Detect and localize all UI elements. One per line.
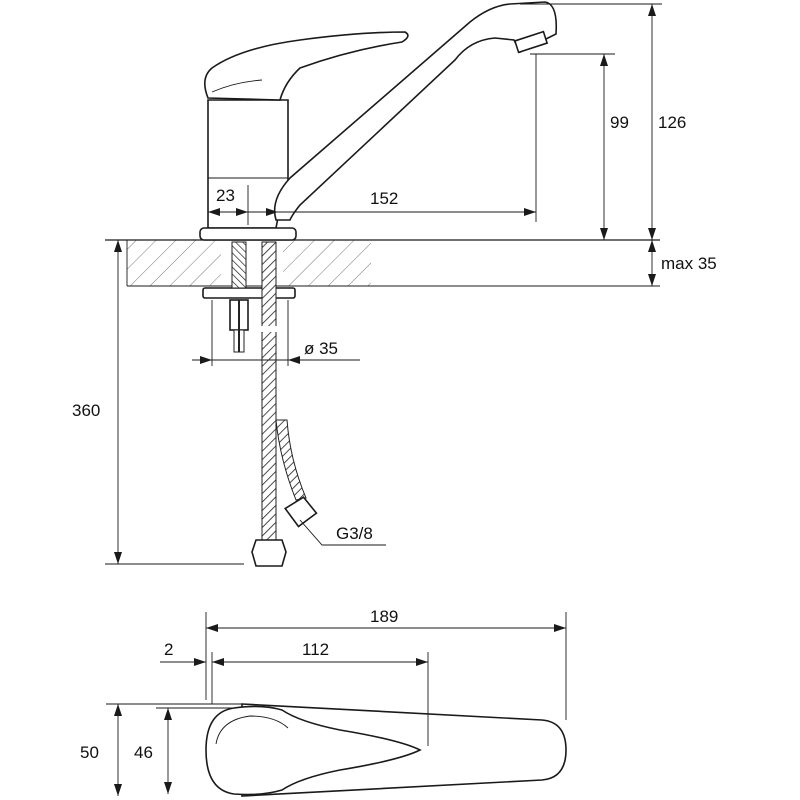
dim-hose-length-label: 360 — [72, 401, 100, 420]
dim-counter-thickness: max 35 — [648, 240, 717, 286]
dim-offset: 2 — [160, 640, 224, 704]
dim-body-width-label: 23 — [216, 186, 235, 205]
dim-hole-diameter: ø 35 — [192, 300, 360, 366]
dim-offset-label: 2 — [164, 640, 173, 659]
dim-total-length-label: 189 — [370, 607, 398, 626]
dim-total-height-label: 126 — [658, 113, 686, 132]
dim-outer-width: 50 — [80, 703, 242, 796]
dim-handle-length-label: 112 — [302, 640, 329, 659]
dim-spout-reach-label: 152 — [370, 189, 398, 208]
dim-hole-diameter-label: ø 35 — [304, 339, 338, 358]
dim-spout-height: 99 — [530, 53, 629, 240]
side-view: 99 126 23 152 — [72, 1, 717, 567]
hoses — [251, 241, 318, 567]
dim-body-width: 23 — [208, 185, 278, 225]
dim-total-height: 126 — [520, 3, 686, 240]
spout — [273, 1, 558, 221]
dim-total-length: 189 — [205, 607, 567, 720]
dim-counter-thickness-label: max 35 — [661, 254, 717, 273]
top-view-outline — [205, 703, 567, 797]
dim-inner-width-label: 46 — [134, 743, 153, 762]
dim-outer-width-label: 50 — [80, 743, 99, 762]
dim-thread: G3/8 — [299, 519, 386, 546]
top-view: 189 2 112 50 — [80, 607, 567, 797]
dim-spout-reach: 152 — [278, 189, 536, 216]
dim-handle-length: 112 — [212, 640, 429, 746]
dim-thread-label: G3/8 — [336, 524, 373, 543]
dim-spout-height-label: 99 — [610, 113, 629, 132]
lever-handle — [204, 31, 409, 101]
countertop-section — [105, 239, 660, 287]
dim-hose-length: 360 — [72, 240, 244, 565]
dim-inner-width: 46 — [134, 707, 234, 794]
